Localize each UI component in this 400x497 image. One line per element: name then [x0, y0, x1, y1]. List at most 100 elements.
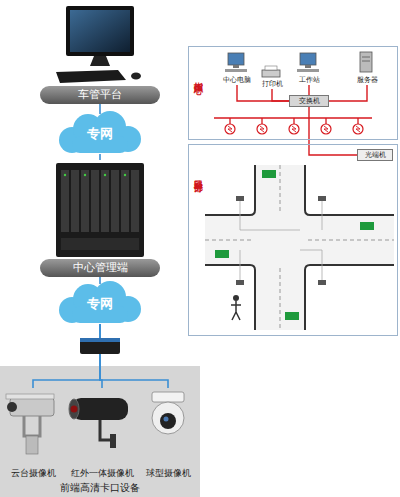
- server-icon: [360, 52, 372, 72]
- fiber-drop: [357, 118, 358, 124]
- server-blade: [81, 170, 89, 232]
- fiber-drop: [261, 118, 262, 124]
- node-label: 专网: [40, 295, 160, 313]
- pan-tilt-camera: [24, 416, 40, 436]
- server-blade: [61, 170, 69, 232]
- node-label: 专网: [40, 125, 160, 143]
- camera-unit: 球型摄像机: [138, 388, 198, 480]
- lane-line: [280, 268, 281, 330]
- server-bay: [61, 238, 139, 250]
- status-led: [84, 174, 86, 176]
- workstation-icon: [300, 53, 316, 65]
- camera-symbol: [318, 196, 326, 201]
- converter-symbol: [353, 124, 363, 134]
- converter-box: 光端机: [357, 149, 393, 161]
- converter-symbol: [292, 126, 296, 132]
- gateway-device: [80, 338, 120, 342]
- lane-line: [308, 240, 394, 241]
- camera-unit: 红外一体摄像机: [66, 388, 138, 480]
- server-blade: [121, 170, 129, 232]
- workstation-icon: [297, 69, 319, 72]
- status-led: [124, 174, 126, 176]
- road-sign: [262, 170, 276, 178]
- server-blade: [71, 170, 79, 232]
- converter-symbol: [289, 124, 299, 134]
- connector-line: [33, 324, 100, 388]
- workstation-icon: [305, 65, 311, 68]
- road-edge: [205, 165, 394, 330]
- keyboard: [56, 70, 126, 83]
- server-blade: [131, 170, 139, 232]
- connector-line: [99, 277, 101, 284]
- node-label: 打印机: [257, 79, 287, 89]
- section-frame: 指挥中心中心电脑打印机工作站交换机服务器: [188, 46, 398, 140]
- node-label: 服务器: [349, 75, 385, 85]
- dome-camera: [152, 402, 184, 434]
- fiber-drop: [325, 118, 326, 124]
- camera-area: 前端高清卡口设备云台摄像机红外一体摄像机球型摄像机: [0, 366, 200, 497]
- converter-symbol: [225, 124, 235, 134]
- monitor-stand: [90, 56, 110, 66]
- connector-line: [329, 85, 367, 101]
- connector-line: [272, 89, 289, 101]
- status-led: [104, 174, 106, 176]
- ir-camera: [71, 406, 78, 413]
- node-label: 球型摄像机: [138, 467, 198, 480]
- converter-symbol: [324, 126, 328, 132]
- camera-area-fill: [0, 366, 200, 497]
- ir-camera: [69, 399, 79, 419]
- gateway-device: [80, 338, 120, 354]
- dome-camera: [160, 413, 176, 429]
- node-label: 光端机: [358, 150, 392, 160]
- node-label: 前端高清卡口设备: [0, 481, 200, 495]
- dome-camera: [164, 417, 169, 422]
- cable: [240, 201, 322, 280]
- connector-line: [308, 85, 309, 95]
- lane-line: [205, 240, 252, 241]
- status-led: [64, 174, 66, 176]
- monitor-screen: [70, 10, 130, 52]
- monitor-frame: [66, 6, 134, 56]
- person-figure: [231, 301, 241, 320]
- ir-camera: [72, 398, 128, 420]
- converter-symbol: [257, 124, 267, 134]
- ir-camera: [110, 434, 116, 448]
- node-label: 指挥中心: [192, 75, 205, 79]
- printer-icon: [262, 70, 280, 77]
- node-label: 红外一体摄像机: [66, 467, 138, 480]
- server-blade: [91, 170, 99, 232]
- server-blade: [101, 170, 109, 232]
- server-chassis: [56, 163, 144, 257]
- mouse: [131, 73, 141, 80]
- camera-symbol: [318, 280, 326, 285]
- pc-icon: [228, 53, 244, 65]
- pc-icon: [225, 69, 247, 72]
- connector-line: [99, 104, 101, 114]
- section-frame: 路口部分光端机: [188, 144, 398, 336]
- device-icon: 中心电脑: [219, 53, 255, 85]
- device-icon: 工作站: [289, 53, 329, 85]
- fiber-drop: [229, 118, 230, 124]
- converter-symbol: [228, 126, 232, 132]
- server-blade: [111, 170, 119, 232]
- device-icon: 打印机: [257, 69, 287, 89]
- road-sign: [360, 222, 374, 230]
- node-label: 中心管理端: [40, 259, 160, 277]
- converter-symbol: [260, 126, 264, 132]
- road-sign: [285, 312, 299, 320]
- camera-unit: 云台摄像机: [2, 388, 64, 480]
- fiber-bus: [214, 117, 372, 119]
- connector-line: [100, 324, 168, 388]
- server-rack: 中心管理端: [40, 160, 160, 277]
- device-icon: 服务器: [349, 53, 385, 85]
- network-cloud: 专网: [40, 114, 160, 154]
- pan-tilt-camera: [26, 436, 38, 454]
- node-label: 车管平台: [40, 86, 160, 104]
- person-figure: [233, 295, 239, 301]
- road-surface: [205, 165, 394, 330]
- camera-symbol: [236, 196, 244, 201]
